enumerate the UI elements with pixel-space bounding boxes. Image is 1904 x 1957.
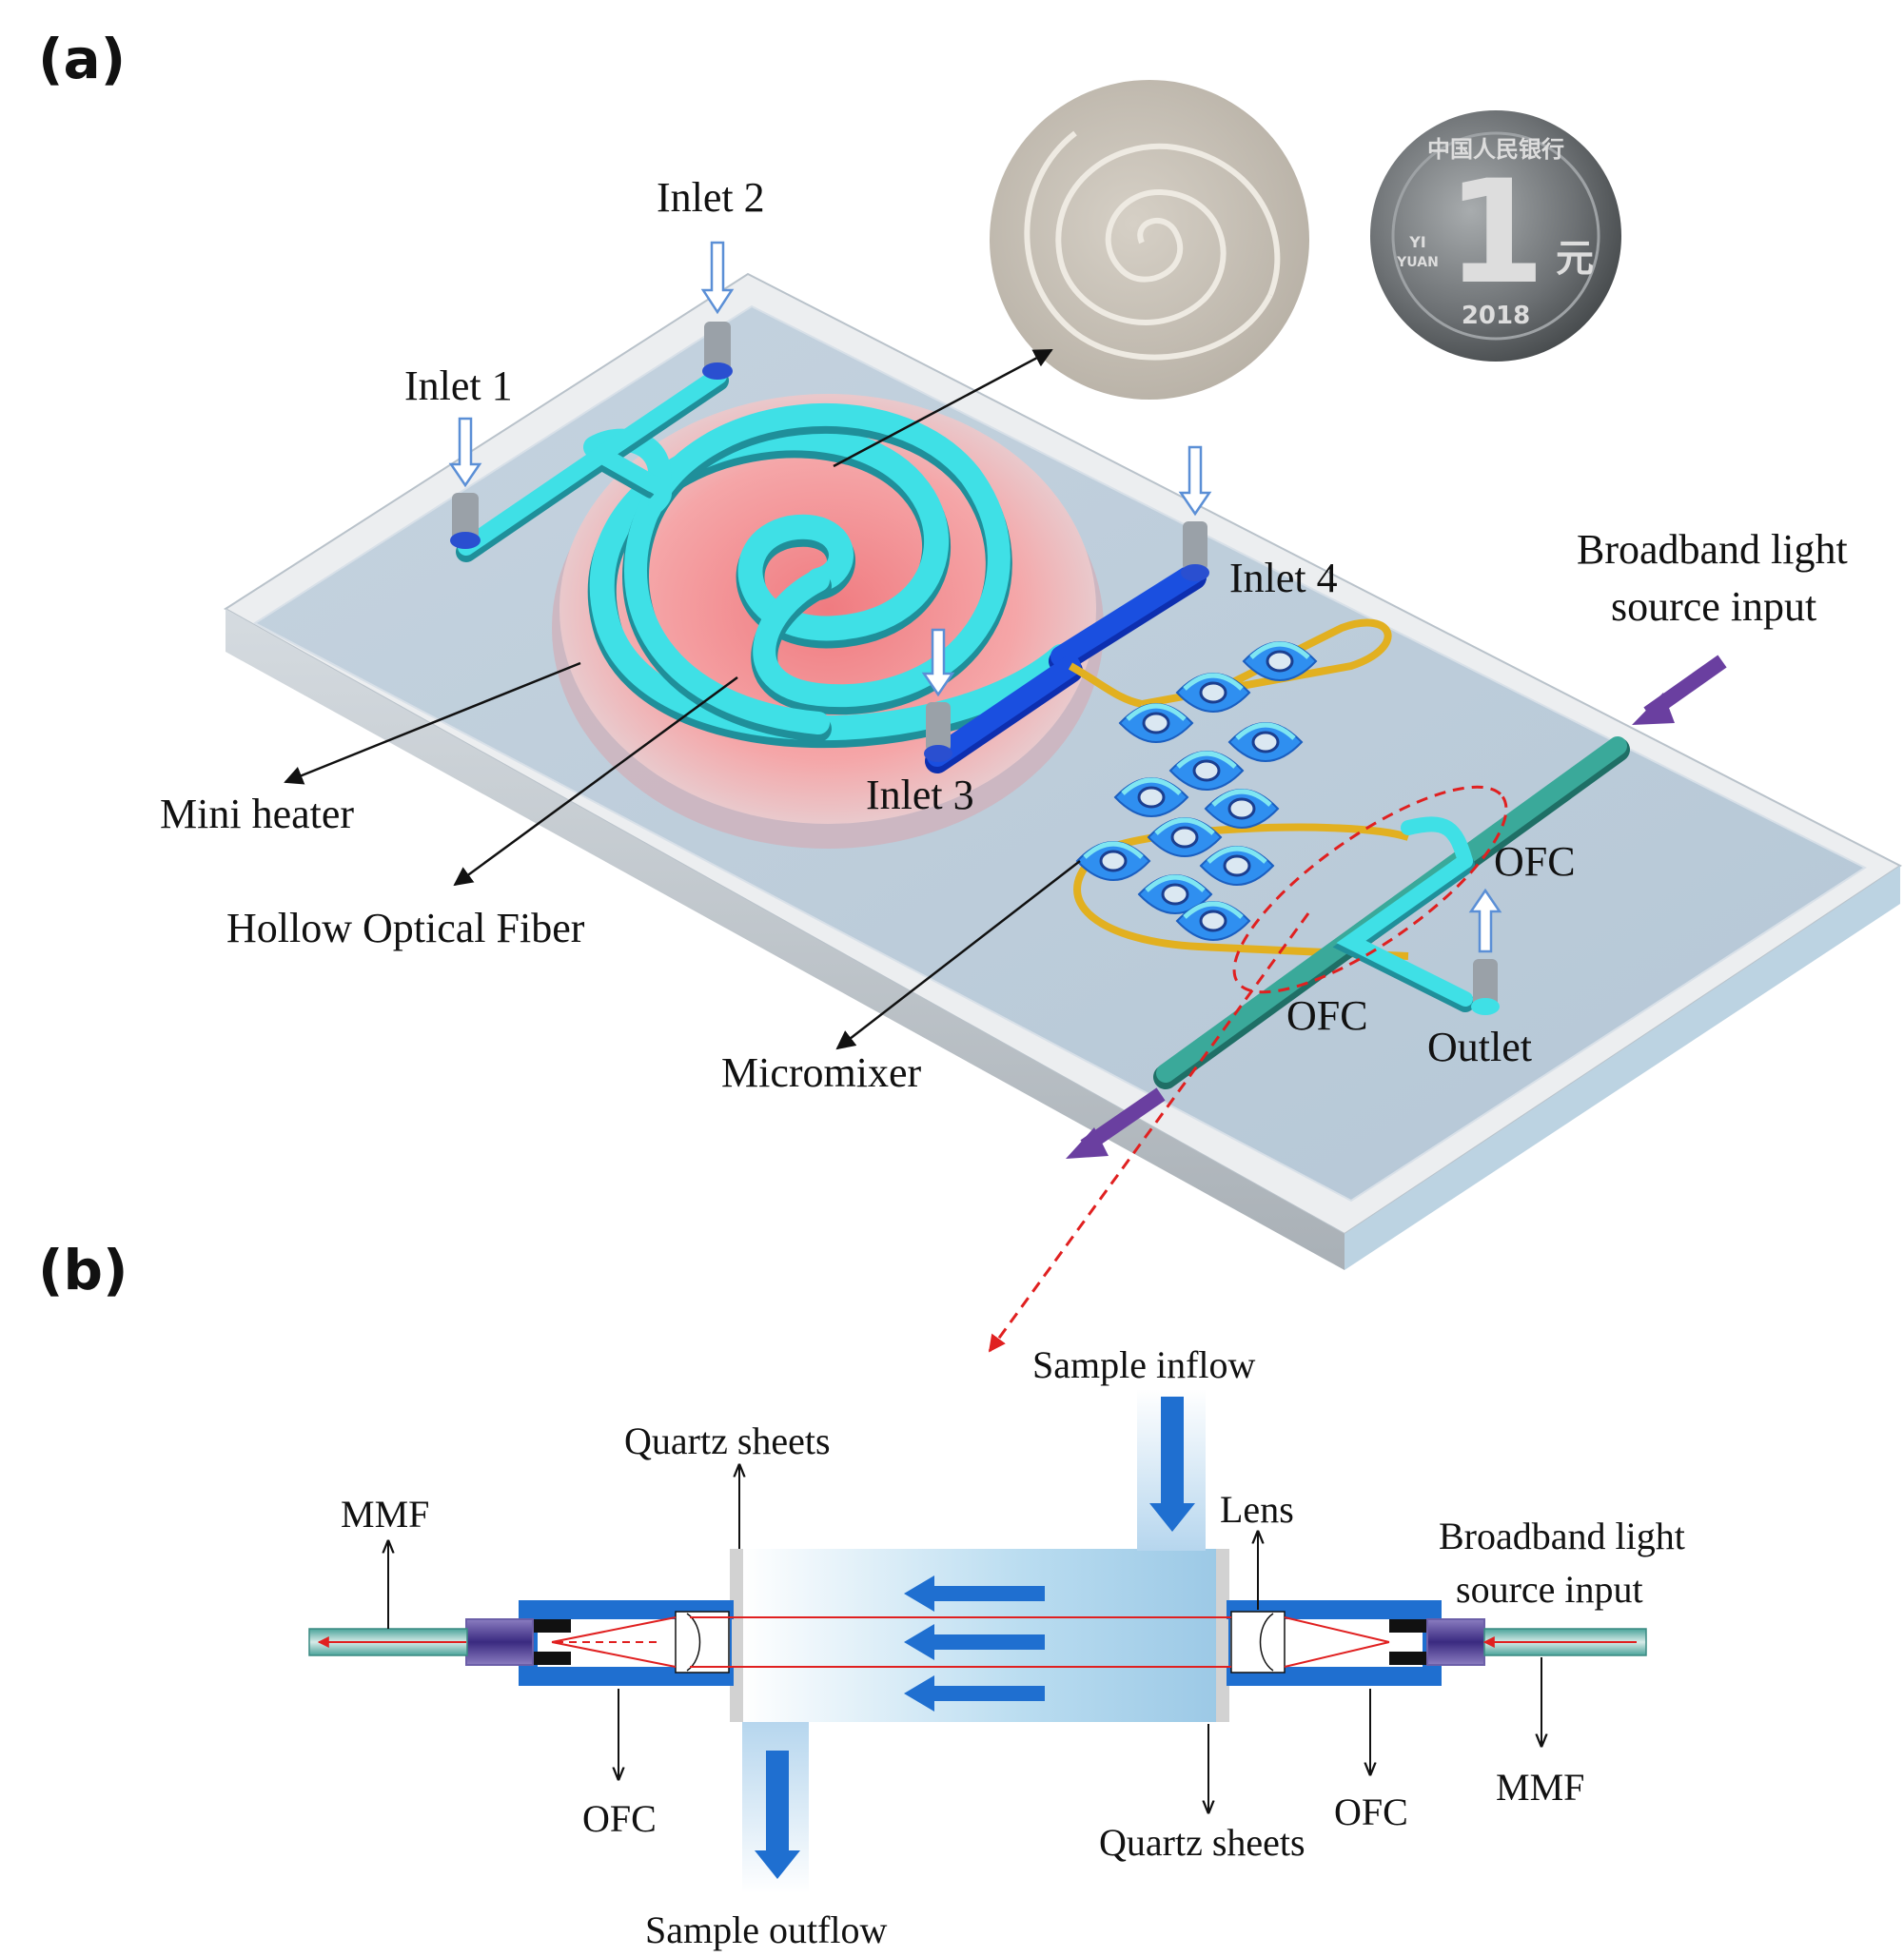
- mixer-cell: [1137, 874, 1213, 914]
- coin-yuan-char: 元: [1556, 237, 1594, 281]
- label-ofc-b-left: OFC: [582, 1797, 657, 1840]
- coin-yi: YI: [1408, 233, 1426, 251]
- coin-numeral: 1: [1446, 150, 1545, 316]
- label-hollow-fiber: Hollow Optical Fiber: [226, 905, 585, 951]
- inlet-4-port: [1181, 521, 1209, 581]
- label-micromixer: Micromixer: [721, 1049, 922, 1096]
- inlet-2-port: [702, 322, 733, 380]
- coin: 1 2018 YI YUAN 元 中国人民银行: [1370, 110, 1621, 362]
- mixer-cell: [1242, 641, 1318, 681]
- ofc-left-ferrule: [465, 1618, 534, 1666]
- label-quartz-left: Quartz sheets: [624, 1419, 831, 1462]
- label-mmf-right: MMF: [1496, 1766, 1584, 1809]
- outlet-arrow: [1468, 888, 1502, 953]
- coin-year: 2018: [1462, 302, 1530, 330]
- label-inlet-2: Inlet 2: [657, 174, 765, 221]
- label-ofc-a-right: OFC: [1494, 838, 1576, 885]
- light-beam: [317, 1616, 1637, 1668]
- label-sample-inflow: Sample inflow: [1032, 1343, 1256, 1386]
- mixer-cell: [1175, 901, 1251, 941]
- mixer-cell: [1168, 751, 1245, 791]
- inlet-1-arrow: [448, 417, 482, 488]
- ofc-highlight: [1232, 785, 1508, 994]
- inlet-2-arrow: [700, 241, 735, 315]
- label-ofc-a-left: OFC: [1286, 992, 1368, 1039]
- mixer-cell: [1147, 817, 1223, 857]
- coin-yuan: YUAN: [1396, 255, 1439, 270]
- ofc-right-ferrule: [1426, 1618, 1485, 1666]
- inlet-3-arrow: [921, 628, 955, 697]
- label-mini-heater: Mini heater: [160, 791, 354, 837]
- label-quartz-right: Quartz sheets: [1099, 1821, 1305, 1864]
- mixer-cell: [1227, 722, 1304, 762]
- mixer-cell: [1118, 703, 1194, 743]
- label-lens: Lens: [1220, 1488, 1294, 1531]
- leader-lines-b: [388, 1465, 1541, 1812]
- panel-label-a: (a): [38, 27, 126, 91]
- outlet-channel: [1332, 816, 1475, 1012]
- label-broadband-b-1: Broadband light: [1439, 1515, 1685, 1557]
- inlet-channels-1-2: [456, 367, 729, 562]
- light-output-arrow: [1066, 1087, 1166, 1159]
- chip-photo: [990, 80, 1309, 400]
- label-outlet: Outlet: [1427, 1024, 1532, 1070]
- label-mmf-left: MMF: [341, 1493, 429, 1536]
- label-broadband-a-2: source input: [1611, 583, 1816, 630]
- outlet-port: [1471, 959, 1500, 1015]
- micromixer: [1069, 618, 1410, 960]
- chip-substrate: [224, 272, 1902, 1270]
- zoom-link: [988, 912, 1310, 1353]
- ofc-right-housing: [1227, 1600, 1442, 1686]
- mixer-cell: [1175, 673, 1251, 713]
- mixer-cell: [1199, 846, 1275, 886]
- mixer-cell: [1204, 789, 1280, 829]
- label-broadband-a-1: Broadband light: [1577, 526, 1848, 573]
- inlet-1-port: [450, 493, 481, 549]
- flow-arrows: [755, 1397, 1195, 1879]
- mixer-cell: [1113, 777, 1189, 817]
- coin-top-text: 中国人民银行: [1427, 136, 1564, 163]
- inlet-4-arrow: [1178, 445, 1212, 517]
- inlet-channels-3-4: [925, 562, 1207, 773]
- label-inlet-1: Inlet 1: [404, 362, 513, 409]
- panel-label-b: (b): [38, 1238, 128, 1302]
- leader-lines-a: [284, 348, 1081, 1050]
- inlet-3-port: [924, 702, 952, 762]
- label-sample-outflow: Sample outflow: [645, 1908, 888, 1951]
- label-inlet-4: Inlet 4: [1229, 555, 1338, 601]
- label-broadband-b-2: source input: [1456, 1568, 1643, 1611]
- light-input-arrow: [1632, 655, 1727, 725]
- mixer-cell: [1075, 841, 1151, 881]
- label-inlet-3: Inlet 3: [866, 772, 974, 818]
- label-ofc-b-right: OFC: [1334, 1791, 1408, 1833]
